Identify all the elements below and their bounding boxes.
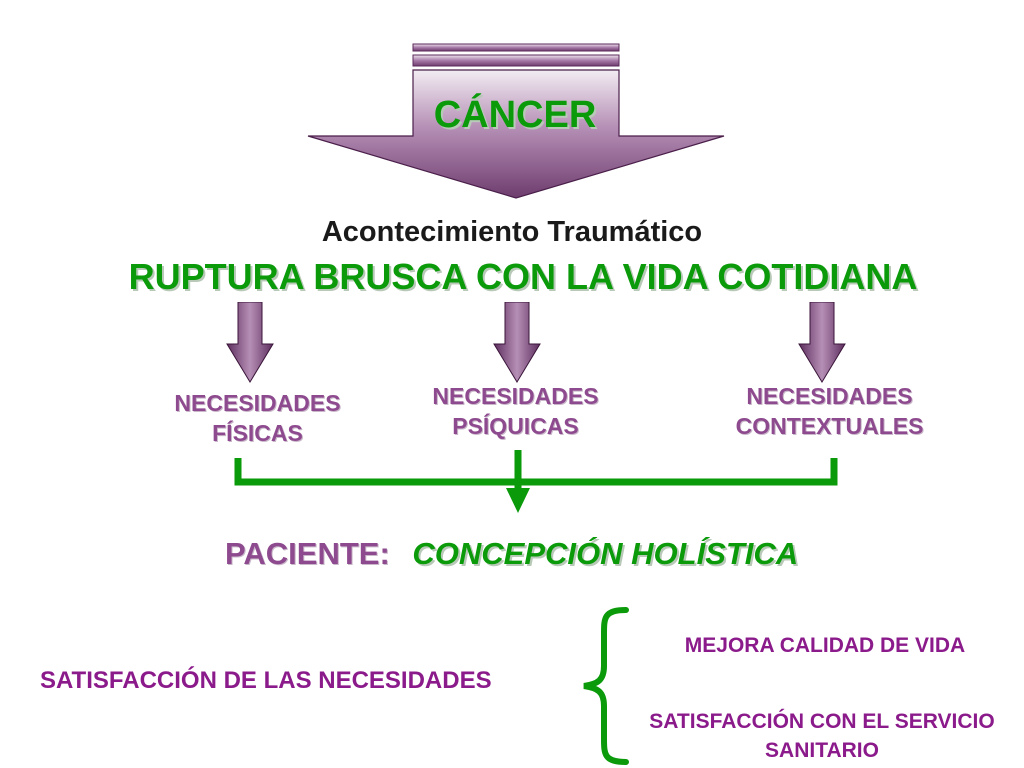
down-arrow-icon xyxy=(798,302,846,383)
cancer-text: CÁNCER xyxy=(433,94,597,136)
outcome-quality-of-life: MEJORA CALIDAD DE VIDA xyxy=(684,634,966,657)
cancer-label: CÁNCER xyxy=(300,94,730,137)
down-arrow-icon xyxy=(226,302,274,383)
need-line: NECESIDADES xyxy=(174,390,341,416)
green-connector xyxy=(234,450,838,513)
need-physical: NECESIDADES FÍSICAS xyxy=(150,388,365,448)
outcome-line: SANITARIO xyxy=(765,739,879,762)
subtitle: Acontecimiento Traumático xyxy=(321,216,703,248)
headline: RUPTURA BRUSCA CON LA VIDA COTIDIANA xyxy=(128,256,918,297)
need-line: NECESIDADES xyxy=(432,383,599,409)
outcome-line: SATISFACCIÓN CON EL SERVICIO xyxy=(649,710,995,733)
down-arrow-icon xyxy=(493,302,541,383)
patient-line: PACIENTE: CONCEPCIÓN HOLÍSTICA xyxy=(225,536,798,572)
need-contextual: NECESIDADES CONTEXTUALES xyxy=(712,381,947,441)
cancer-arrow xyxy=(307,43,725,199)
curly-brace xyxy=(583,607,629,765)
need-line: NECESIDADES xyxy=(746,383,913,409)
outcome-service-satisfaction: SATISFACCIÓN CON EL SERVICIO SANITARIO xyxy=(620,707,1024,765)
patient-concept: CONCEPCIÓN HOLÍSTICA xyxy=(412,536,799,571)
need-psychic: NECESIDADES PSÍQUICAS xyxy=(408,381,623,441)
need-line: PSÍQUICAS xyxy=(452,413,579,439)
need-line: CONTEXTUALES xyxy=(735,413,924,439)
need-line: FÍSICAS xyxy=(212,420,303,446)
satisfaction-label: SATISFACCIÓN DE LAS NECESIDADES xyxy=(40,667,492,694)
patient-label: PACIENTE: xyxy=(225,536,390,571)
